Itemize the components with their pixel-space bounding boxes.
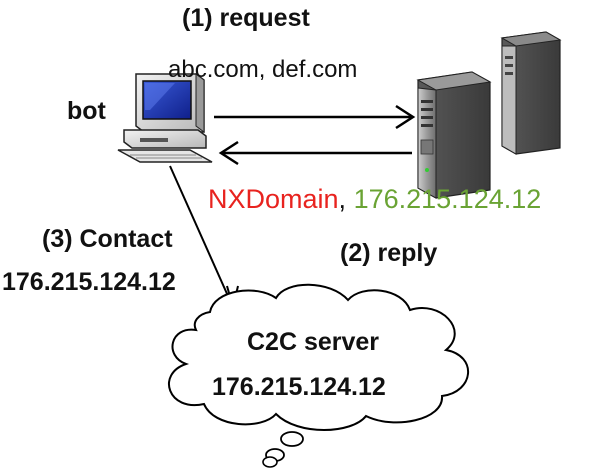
requested-domains: abc.com, def.com [168, 56, 358, 83]
cloud-icon [168, 283, 470, 468]
computer-icon [117, 73, 213, 163]
reply-separator: , [338, 184, 347, 214]
contact-step-label: (3) Contact [42, 225, 173, 253]
request-step-label: (1) request [182, 4, 310, 32]
reply-step-label: (2) reply [340, 239, 438, 267]
dns-server-icon [416, 31, 562, 199]
bot-label: bot [67, 97, 106, 125]
reply-arrow [218, 140, 412, 166]
c2c-server-title: C2C server [247, 328, 380, 356]
request-arrow [214, 104, 416, 130]
c2c-server-ip: 176.215.124.12 [212, 373, 386, 401]
resolved-ip: 176.215.124.12 [353, 184, 542, 214]
nxdomain-response: NXDomain [208, 184, 339, 214]
reply-content: NXDomain, 176.215.124.12 [208, 186, 541, 213]
contact-ip: 176.215.124.12 [2, 268, 176, 296]
